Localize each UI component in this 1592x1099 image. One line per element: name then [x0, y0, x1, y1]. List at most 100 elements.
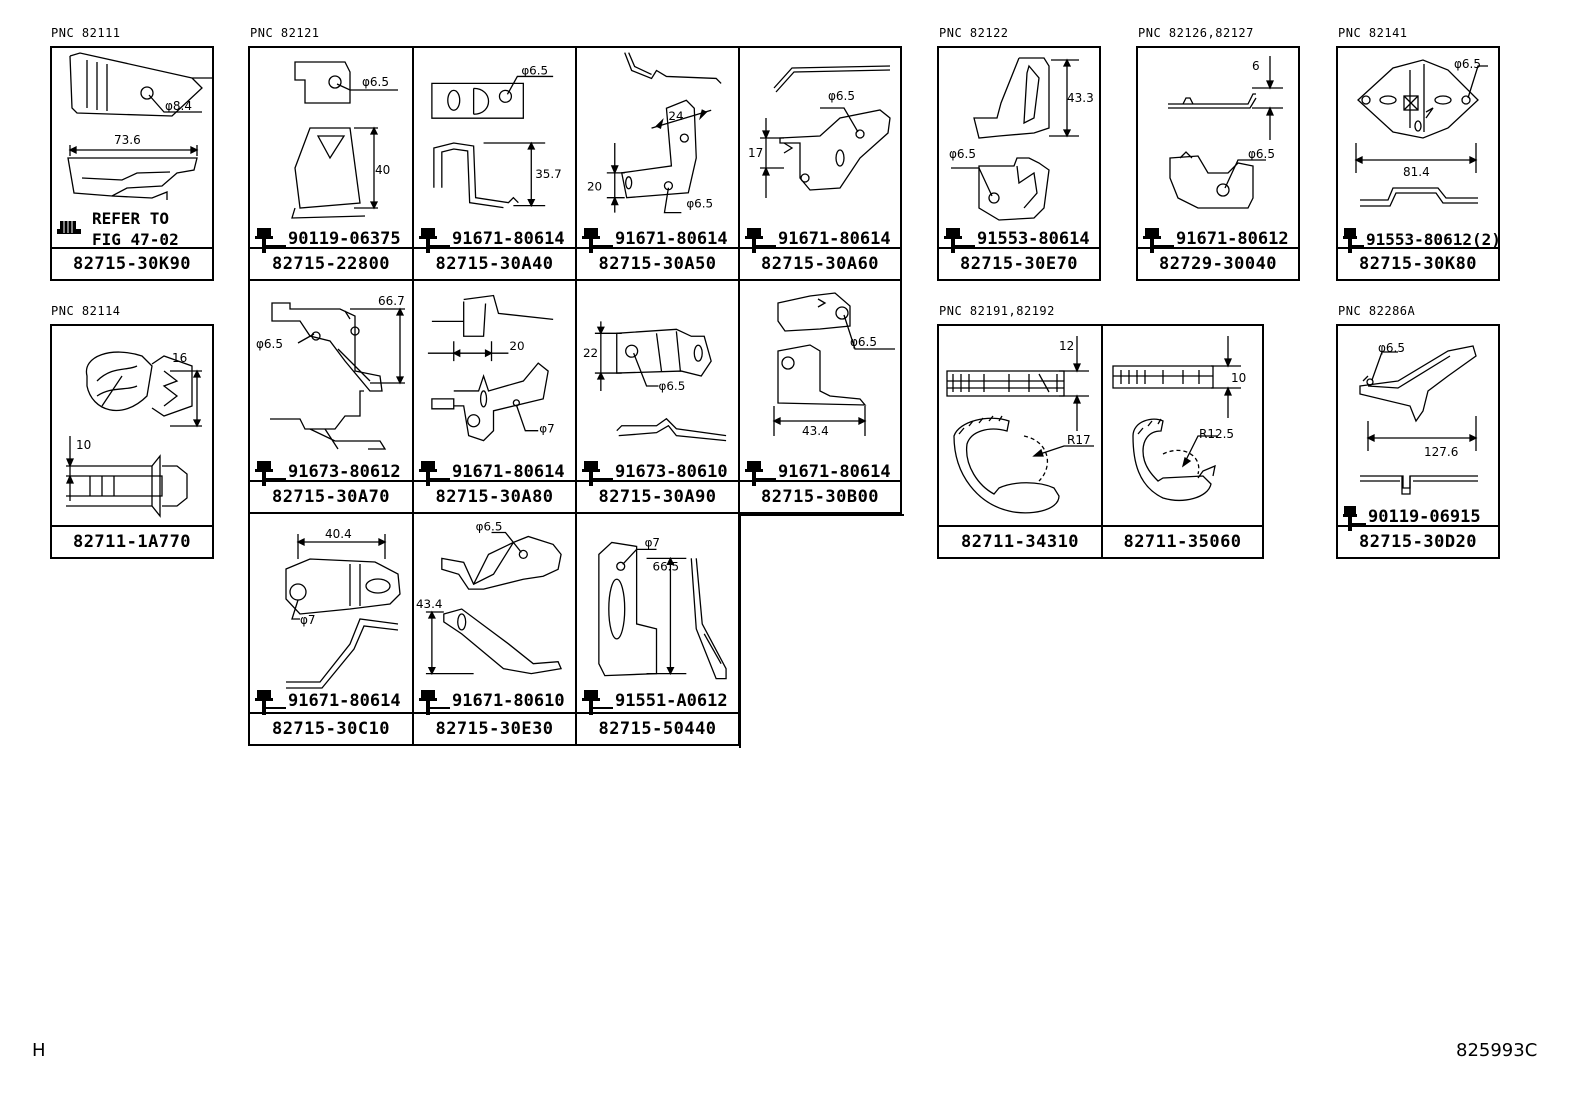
bolt-icon [255, 690, 286, 715]
part-drawing: 40.4 φ7 [285, 527, 401, 689]
bolt-callout: 91671-80614 [254, 686, 401, 716]
bolt-icon [419, 690, 450, 715]
cell-82715-30A40: φ6.5 35.7 91671-80614 82715-30A40 [414, 48, 577, 281]
svg-text:φ7: φ7 [645, 535, 660, 549]
part-box-82286A: φ6.5 127.6 90119-06915 82715-30D20 [1336, 324, 1500, 559]
bolt-callout: 91671-80614 [418, 224, 565, 254]
part-drawing: 16 10 [52, 326, 212, 526]
part-drawing: φ6.5 40 [291, 61, 398, 219]
pnc-label-82286A: PNC 82286A [1338, 304, 1416, 318]
nut-icon [57, 221, 81, 234]
svg-text:R17: R17 [1067, 433, 1091, 447]
svg-text:φ7: φ7 [300, 613, 316, 627]
part-number: 82729-30040 [1138, 247, 1298, 279]
part-drawing: 43.3 φ6.5 [949, 57, 1094, 221]
bolt-callout: 91553-80614 [943, 224, 1090, 254]
part-box-82126: 6 φ6.5 91671-80612 82729-30040 [1136, 46, 1300, 281]
part-drawing: 20 φ7 [427, 294, 555, 442]
cell-82715-30A70: φ6.5 66.7 91673-80612 82715-30A70 [250, 281, 414, 514]
bolt-icon [419, 228, 450, 253]
svg-text:φ6.5: φ6.5 [1378, 341, 1405, 355]
svg-text:20: 20 [509, 339, 524, 353]
pnc-label-82126-82127: PNC 82126,82127 [1138, 26, 1254, 40]
part-box-82122: 43.3 φ6.5 91553-80614 82715-30E70 [937, 46, 1101, 281]
bolt-icon [745, 461, 776, 486]
svg-text:φ6.5: φ6.5 [362, 75, 389, 89]
bolt-icon [582, 690, 613, 715]
bolt-callout: 91671-80614 [744, 457, 891, 487]
svg-text:φ6.5: φ6.5 [949, 147, 976, 161]
part-number: 82715-30D20 [1338, 525, 1498, 557]
refer-note: REFER TO FIG 47-02 [92, 209, 179, 249]
part-number: 82715-30E70 [939, 247, 1099, 279]
svg-text:φ6.5: φ6.5 [658, 379, 685, 393]
part-drawing: φ6.5 43.4 [772, 292, 895, 438]
bolt-callout: 91671-80612 [1142, 224, 1289, 254]
svg-text:12: 12 [1059, 339, 1074, 353]
svg-text:66.5: 66.5 [653, 559, 680, 573]
bolt-callout: 91673-80610 [581, 457, 728, 487]
part-box-82111: φ8.4 73.6 REFER TO FIG 47-02 82715-30K90 [50, 46, 214, 281]
cell-82715-30C10: 40.4 φ7 91671-80614 82715-30C10 [250, 514, 414, 744]
cell-82715-22800: φ6.5 40 90119-06375 82715-22800 [250, 48, 414, 281]
part-number: 82711-35060 [1103, 525, 1262, 557]
bolt-callout: 91671-80614 [581, 224, 728, 254]
bolt-callout: 91673-80612 [254, 457, 401, 487]
svg-text:24: 24 [668, 109, 683, 123]
bolt-callout: 91551-A0612 [581, 686, 728, 716]
cell-82715-30A50: 24 20 φ6.5 91671-80614 82715-30A50 [577, 48, 740, 281]
part-drawing: φ6.5 81.4 [1354, 57, 1488, 207]
part-drawing: φ6.5 43.4 [416, 520, 563, 676]
cell-82715-30A60: φ6.5 17 91671-80614 82715-30A60 [740, 48, 900, 281]
svg-text:40: 40 [375, 163, 390, 177]
cell-82715-30A90: φ6.5 22 91673-80610 82715-30A90 [577, 281, 740, 514]
svg-text:17: 17 [748, 146, 763, 160]
part-drawing: φ7 66.5 [598, 535, 727, 680]
pnc-label-82141: PNC 82141 [1338, 26, 1408, 40]
svg-text:66.7: 66.7 [378, 294, 405, 308]
part-number: 82715-22800 [250, 247, 412, 279]
illustration-code: 825993C [1456, 1040, 1538, 1061]
pnc-label-82121: PNC 82121 [250, 26, 320, 40]
svg-text:10: 10 [76, 438, 91, 452]
pnc-label-82122: PNC 82122 [939, 26, 1009, 40]
part-drawing: φ6.5 35.7 [431, 63, 562, 209]
footer-left-code: H [32, 1040, 46, 1061]
part-number: 82711-34310 [939, 525, 1101, 557]
part-number: 82715-30A80 [414, 480, 575, 512]
bolt-icon [1343, 228, 1364, 253]
part-number: 82711-1A770 [52, 525, 212, 557]
grid-empty-mask [741, 516, 906, 750]
svg-text:φ6.5: φ6.5 [686, 197, 713, 211]
part-number: 82715-30K80 [1338, 247, 1498, 279]
dim-label: φ8.4 [165, 99, 192, 113]
part-number: 82715-30A70 [250, 480, 412, 512]
bolt-icon [1343, 506, 1366, 531]
cell-82711-35060: 10 R12.5 82711-35060 [1103, 326, 1262, 557]
bolt-callout: 91671-80614 [744, 224, 891, 254]
svg-text:81.4: 81.4 [1403, 165, 1430, 179]
svg-text:16: 16 [172, 351, 187, 365]
part-drawing: φ6.5 127.6 [1359, 341, 1478, 495]
svg-text:22: 22 [583, 346, 598, 360]
svg-text:40.4: 40.4 [325, 527, 352, 541]
bolt-icon [255, 228, 286, 253]
part-drawing: 24 20 φ6.5 [587, 52, 722, 214]
part-number: 82715-30A50 [577, 247, 738, 279]
svg-text:127.6: 127.6 [1424, 445, 1458, 459]
part-box-82141: φ6.5 81.4 91553-80612(2) 82715-30K80 [1336, 46, 1501, 281]
svg-text:43.4: 43.4 [802, 424, 829, 438]
part-number: 82715-50440 [577, 712, 738, 744]
part-drawing: 12 R17 [946, 336, 1094, 514]
svg-text:φ6.5: φ6.5 [850, 335, 877, 349]
cell-82715-30B00: φ6.5 43.4 91671-80614 82715-30B00 [740, 281, 900, 514]
bolt-callout: 90119-06915 [1342, 502, 1481, 532]
bolt-callout: 91553-80612(2) [1342, 224, 1501, 254]
svg-text:φ7: φ7 [539, 422, 554, 436]
svg-text:φ6.5: φ6.5 [256, 337, 283, 351]
svg-text:6: 6 [1252, 59, 1260, 73]
svg-text:φ6.5: φ6.5 [476, 520, 503, 534]
svg-text:φ6.5: φ6.5 [1248, 147, 1275, 161]
svg-text:73.6: 73.6 [114, 133, 141, 147]
bolt-callout: 91671-80610 [418, 686, 565, 716]
